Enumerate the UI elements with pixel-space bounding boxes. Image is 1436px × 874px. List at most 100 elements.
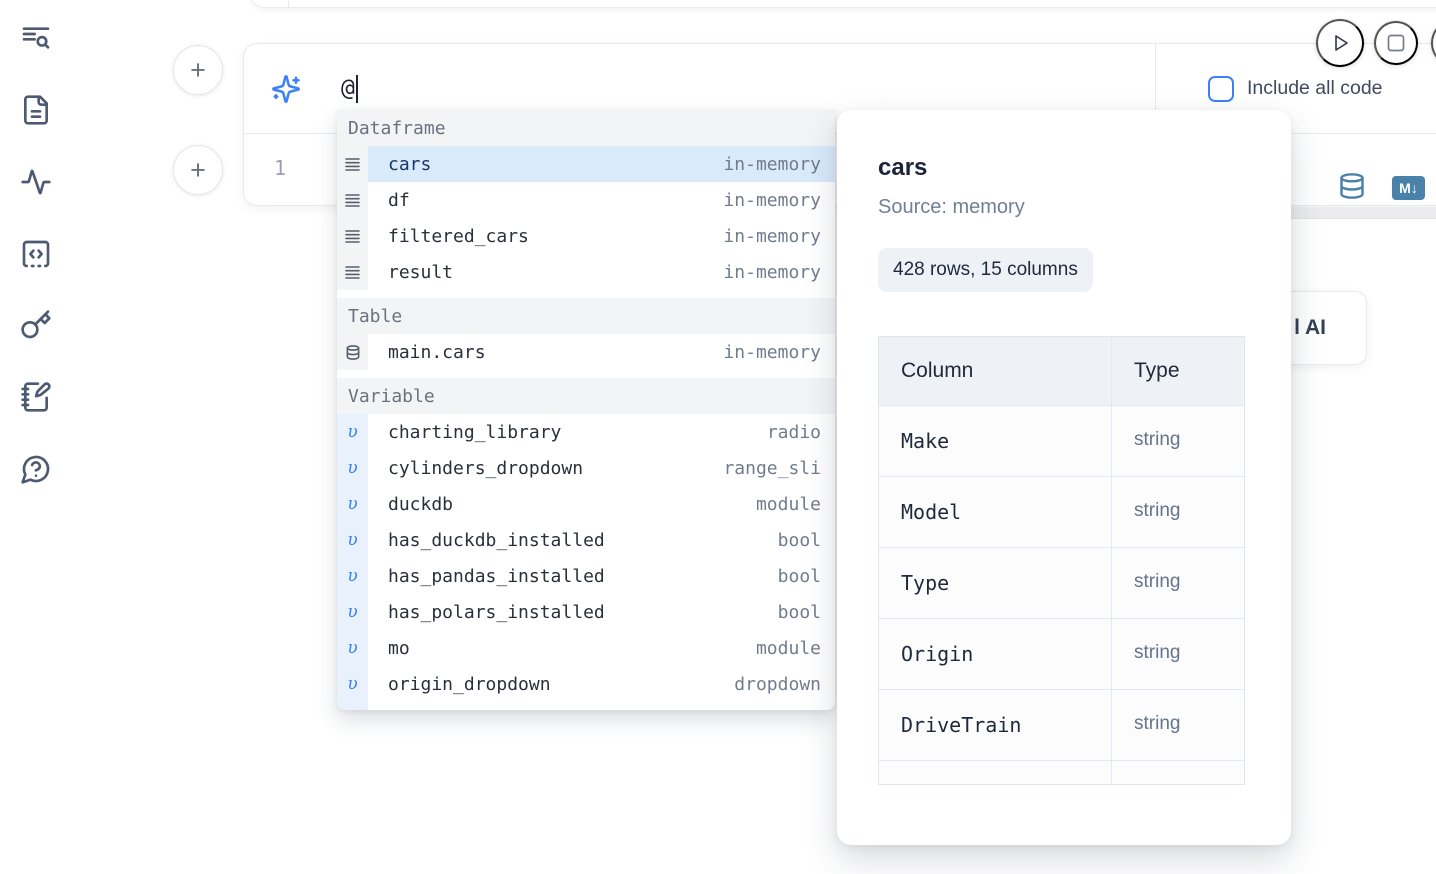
variable-icon: υ — [347, 566, 358, 586]
previous-cell-gutter-divider — [288, 0, 289, 7]
play-icon — [1335, 35, 1348, 51]
file-text-icon[interactable] — [20, 94, 52, 126]
autocomplete-section-header: Dataframe — [337, 110, 835, 146]
autocomplete-item-name: df — [388, 189, 410, 211]
schema-table-row: Model string — [879, 477, 1244, 548]
autocomplete-item[interactable]: main.cars in-memory — [337, 334, 835, 370]
autocomplete-item-gutter — [337, 146, 368, 182]
autocomplete-item-name: main.cars — [388, 341, 486, 363]
add-cell-button-bottom[interactable]: + — [173, 145, 223, 195]
autocomplete-item-type: in-memory — [723, 261, 821, 283]
autocomplete-item-type: bool — [777, 565, 821, 587]
autocomplete-item-name: has_pandas_installed — [388, 565, 605, 587]
toc-search-icon[interactable] — [20, 22, 52, 54]
schema-type-cell: Type — [1134, 359, 1180, 382]
autocomplete-item[interactable]: cars in-memory — [337, 146, 835, 182]
autocomplete-item-type: module — [755, 637, 821, 659]
autocomplete-item-type: in-memory — [723, 341, 821, 363]
autocomplete-item-type: in-memory — [723, 225, 821, 247]
schema-table-partial-row — [879, 761, 1244, 785]
schema-column-cell: Type — [879, 548, 1112, 618]
dataframe-preview-panel: cars Source: memory 428 rows, 15 columns… — [837, 110, 1291, 845]
text-caret — [355, 74, 358, 103]
autocomplete-item-name: cars — [388, 153, 432, 175]
variable-icon: υ — [347, 494, 358, 514]
autocomplete-item[interactable]: df in-memory — [337, 182, 835, 218]
autocomplete-item-name: has_polars_installed — [388, 601, 605, 623]
schema-type-cell: string — [1134, 713, 1181, 734]
stop-icon — [1387, 34, 1405, 52]
activity-icon[interactable] — [20, 166, 52, 198]
schema-type-cell: string — [1134, 429, 1181, 450]
sparkles-icon — [271, 74, 301, 104]
schema-column-cell — [879, 761, 1112, 785]
key-icon[interactable] — [20, 309, 52, 341]
schema-type-cell — [1112, 761, 1244, 785]
code-snippets-icon[interactable] — [20, 238, 52, 270]
autocomplete-item-name: filtered_cars — [388, 225, 529, 247]
autocomplete-item-gutter — [337, 334, 368, 370]
dataframe-rows-icon — [345, 157, 360, 171]
schema-column-cell: Make — [879, 406, 1112, 476]
include-all-code-checkbox[interactable] — [1208, 75, 1234, 102]
autocomplete-item[interactable]: υ has_pandas_installed bool — [337, 558, 835, 594]
schema-column-cell: Origin — [879, 619, 1112, 689]
autocomplete-item-gutter: υ — [337, 702, 368, 710]
autocomplete-item-name: result — [388, 261, 454, 283]
autocomplete-item-gutter: υ — [337, 450, 368, 486]
scratchpad-icon[interactable] — [20, 381, 52, 413]
autocomplete-item[interactable]: filtered_cars in-memory — [337, 218, 835, 254]
autocomplete-item-name: charting_library — [388, 421, 562, 443]
autocomplete-item[interactable]: υ has_polars_installed bool — [337, 594, 835, 630]
ai-prompt-input[interactable]: @ — [341, 74, 358, 103]
autocomplete-item-gutter: υ — [337, 558, 368, 594]
schema-column-cell: Model — [879, 477, 1112, 547]
autocomplete-item-gutter: υ — [337, 522, 368, 558]
schema-type-cell: string — [1134, 500, 1181, 521]
preview-title: cars — [878, 154, 928, 181]
schema-type-cell: string — [1134, 571, 1181, 592]
autocomplete-item-gutter: υ — [337, 594, 368, 630]
autocomplete-item-gutter: υ — [337, 414, 368, 450]
autocomplete-item-type: module — [755, 493, 821, 515]
autocomplete-item-gutter: υ — [337, 666, 368, 702]
variable-icon: υ — [347, 530, 358, 550]
autocomplete-item-type: bool — [777, 529, 821, 551]
autocomplete-item-gutter: υ — [337, 486, 368, 522]
variable-icon: υ — [347, 602, 358, 622]
autocomplete-section-header: Variable — [337, 378, 835, 414]
autocomplete-item-type: bool — [777, 601, 821, 623]
preview-summary-badge: 428 rows, 15 columns — [878, 248, 1093, 292]
database-convert-icon[interactable] — [1338, 170, 1366, 202]
autocomplete-item-type: in-memory — [723, 189, 821, 211]
autocomplete-item[interactable]: υpdmodule — [337, 702, 835, 710]
code-editor-row[interactable]: 1 M↓ — [244, 134, 1436, 205]
add-cell-button-top[interactable]: + — [173, 45, 223, 95]
previous-cell-bottom-edge — [250, 0, 1436, 8]
markdown-convert-icon[interactable]: M↓ — [1392, 176, 1425, 200]
schema-table-row: Make string — [879, 406, 1244, 477]
autocomplete-item-gutter — [337, 254, 368, 290]
variable-icon: υ — [347, 458, 358, 478]
schema-table-row: Type string — [879, 548, 1244, 619]
run-cell-button[interactable] — [1316, 19, 1364, 67]
autocomplete-item-gutter: υ — [337, 630, 368, 666]
autocomplete-item-name: mo — [388, 637, 410, 659]
autocomplete-item-gutter — [337, 218, 368, 254]
help-chat-icon[interactable] — [20, 453, 52, 485]
autocomplete-item[interactable]: result in-memory — [337, 254, 835, 290]
autocomplete-item-name: pd — [388, 710, 410, 711]
stop-button[interactable] — [1374, 21, 1418, 65]
autocomplete-item-type: in-memory — [723, 153, 821, 175]
